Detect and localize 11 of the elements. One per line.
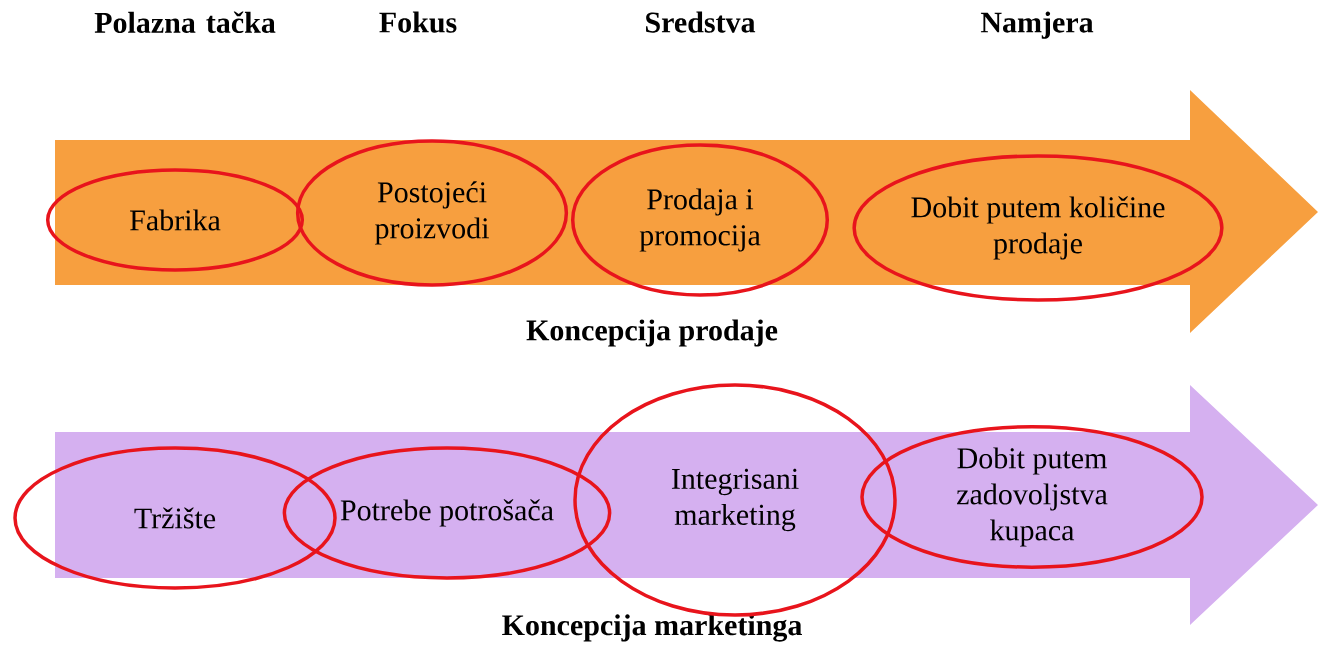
column-heading: Polazna tačka [94,11,276,33]
column-heading: Sredstva [646,11,756,33]
ellipse-outline: Potrebe potrošača [282,446,612,580]
ellipse-outline: Prodaja i promocija [571,143,830,297]
column-heading: Namjera [980,11,1094,39]
ellipse-outline: Fabrika [46,168,305,272]
column-heading: Fokus [379,11,457,33]
ellipse-outline: Dobit putem količine prodaje [852,154,1224,302]
ellipse-outline: Postojeći proizvodi [295,139,569,287]
ellipse-outline: Dobit putem zadovoljstva kupaca [860,425,1204,569]
ellipse-outline: Tržište [13,446,337,590]
